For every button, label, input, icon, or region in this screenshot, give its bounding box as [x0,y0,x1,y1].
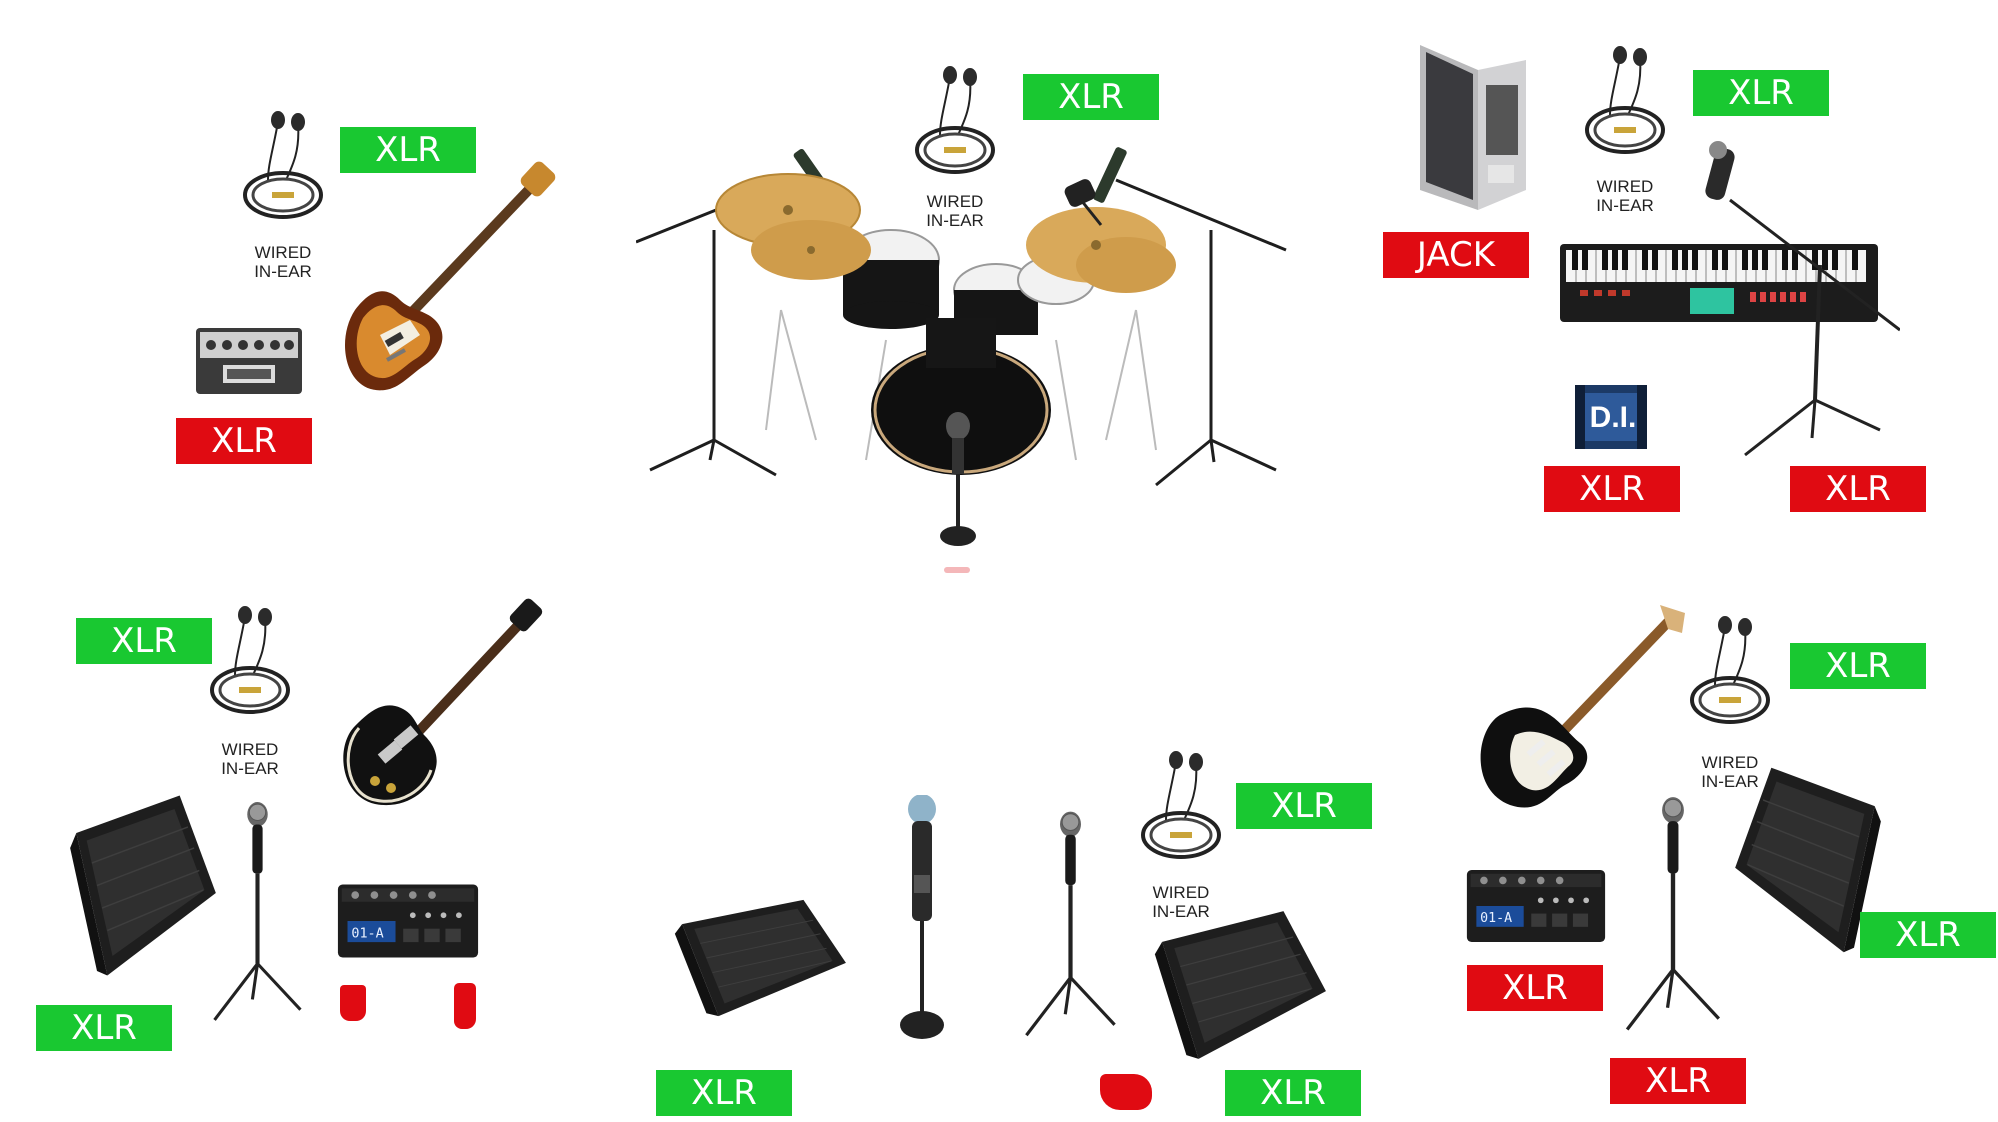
in-ear-monitor-icon [238,95,328,235]
in-ear-monitor-icon [1685,600,1775,740]
kick-mic-icon [938,410,978,550]
xlr-output-tag: XLR [176,418,312,464]
di-box-label: D.I. [1589,401,1637,434]
red-mark-blob [454,983,476,1029]
in-ear-monitor-icon [205,590,295,730]
di-box-icon [1575,385,1647,449]
drum-kit-icon [636,140,1296,560]
xlr-input-tag: XLR [76,618,212,664]
stratocaster-guitar-icon [1470,605,1690,815]
xlr-input-tag: XLR [340,127,476,173]
floor-wedge-icon [66,788,221,983]
xlr-input-tag: XLR [1693,70,1829,116]
wireless-mic-icon [898,795,946,1045]
laptop-icon [1418,40,1530,215]
vocal-mic-stand-icon [1700,140,1900,460]
red-mark-blob [340,985,366,1021]
xlr-output-tag: XLR [1544,466,1680,512]
red-mark-blob [1100,1074,1152,1110]
xlr-input-tag: XLR [1236,783,1372,829]
jack-output-tag: JACK [1383,232,1529,278]
vocal-mic-stand-icon [1618,795,1728,1035]
multi-effects-pedal-icon [1465,867,1607,945]
floor-wedge-icon [670,895,852,1021]
xlr-output-tag: XLR [1790,466,1926,512]
xlr-input-tag: XLR [1225,1070,1361,1116]
in-ear-monitor-icon [1136,735,1226,875]
xlr-output-tag: XLR [1467,965,1603,1011]
les-paul-guitar-icon [335,596,550,811]
vocal-mic-stand-icon [205,800,310,1025]
xlr-input-tag: XLR [36,1005,172,1051]
bass-amp-head-icon [195,327,303,395]
xlr-input-tag: XLR [1860,912,1996,958]
red-mark-blob [944,567,970,573]
xlr-output-tag: XLR [1610,1058,1746,1104]
in-ear-monitor-icon [1580,30,1670,170]
floor-wedge-icon [1150,905,1332,1065]
multi-effects-pedal-icon [336,882,480,960]
bass-guitar-icon [325,160,565,400]
vocal-mic-stand-icon [1018,805,1123,1045]
xlr-input-tag: XLR [656,1070,792,1116]
xlr-input-tag: XLR [1023,74,1159,120]
xlr-input-tag: XLR [1790,643,1926,689]
